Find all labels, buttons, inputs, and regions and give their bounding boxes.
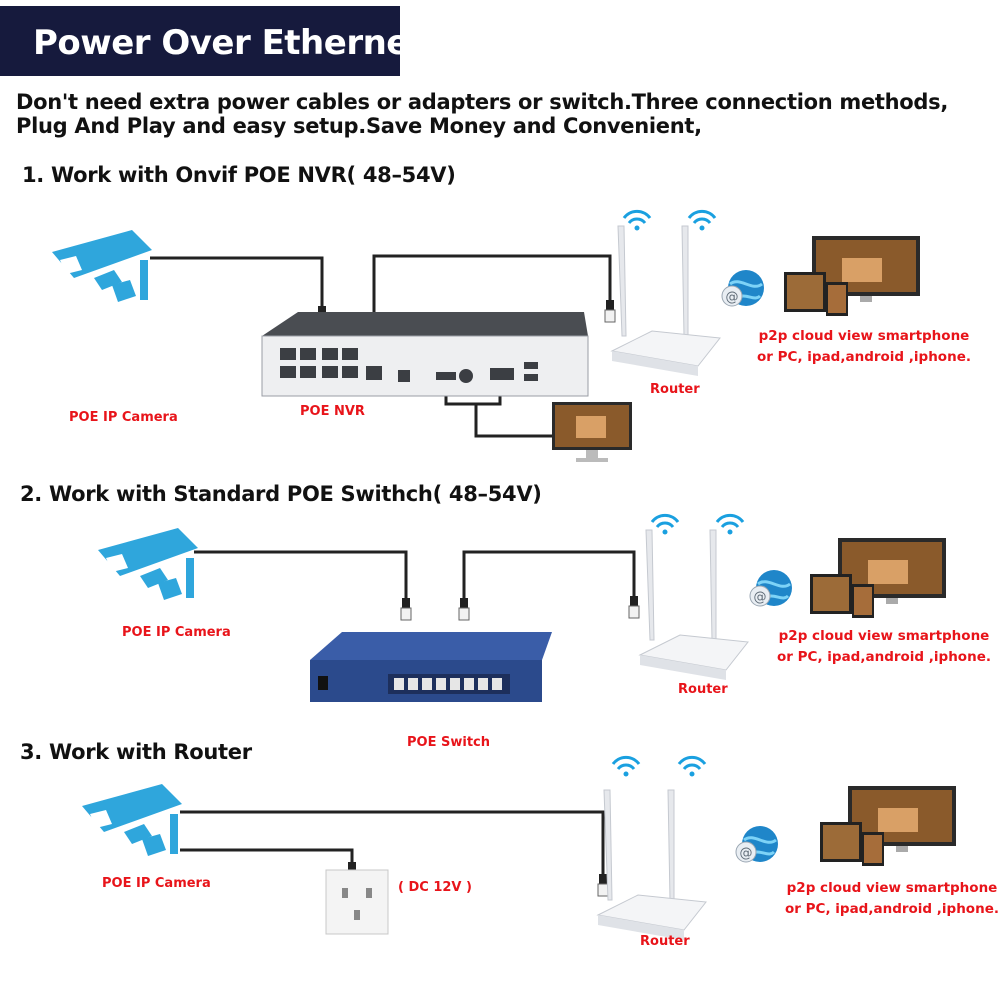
intro-line-2: Plug And Play and easy setup.Save Money … <box>16 114 702 138</box>
section-2-cloud-text: p2p cloud view smartphone or PC, ipad,an… <box>772 626 996 668</box>
section-3-power-label: ( DC 12V ) <box>398 880 472 895</box>
section-3-cloud-line-2: or PC, ipad,android ,iphone. <box>785 901 999 917</box>
smartphone-icon <box>820 786 956 866</box>
section-2-switch-label: POE Switch <box>407 735 490 750</box>
power-socket-icon <box>325 869 389 935</box>
section-3-camera-label: POE IP Camera <box>102 876 211 891</box>
wifi-signal-icon <box>611 755 641 778</box>
cctv-camera-icon <box>82 784 182 856</box>
page-title: Power Over Ethernet <box>33 23 425 63</box>
section-2-heading: 2. Work with Standard POE Swithch( 48–54… <box>20 482 542 506</box>
section-1-heading: 1. Work with Onvif POE NVR( 48–54V) <box>22 163 456 187</box>
section-1-router-label: Router <box>650 382 700 397</box>
section-1-cloud-line-1: p2p cloud view smartphone <box>758 328 970 344</box>
nvr-recorder-icon <box>261 312 589 397</box>
tablet-icon <box>784 236 920 316</box>
wifi-router-icon <box>639 529 749 681</box>
ethernet-plug-icon <box>604 299 616 323</box>
email-globe-icon <box>734 824 780 864</box>
email-globe-icon <box>748 568 794 608</box>
cctv-camera-icon <box>98 528 198 600</box>
header-banner: Power Over Ethernet <box>0 6 425 76</box>
section-2-router-label: Router <box>678 682 728 697</box>
monitor-icon <box>552 402 632 462</box>
section-2-camera-label: POE IP Camera <box>122 625 231 640</box>
ethernet-plug-icon <box>458 597 470 621</box>
wifi-router-icon <box>597 789 707 941</box>
wifi-signal-icon <box>687 209 717 232</box>
section-3-cloud-text: p2p cloud view smartphone or PC, ipad,an… <box>784 878 1000 920</box>
section-1-cloud-text: p2p cloud view smartphone or PC, ipad,an… <box>752 326 976 368</box>
intro-text: Don't need extra power cables or adapter… <box>16 90 948 138</box>
section-2-cloud-line-2: or PC, ipad,android ,iphone. <box>777 649 991 665</box>
wifi-signal-icon <box>650 513 680 536</box>
section-1-nvr-label: POE NVR <box>300 404 365 419</box>
tablet-icon <box>810 538 946 618</box>
intro-line-1: Don't need extra power cables or adapter… <box>16 90 949 114</box>
section-1-camera-label: POE IP Camera <box>69 410 178 425</box>
section-2-cloud-line-1: p2p cloud view smartphone <box>778 628 990 644</box>
section-1-cloud-line-2: or PC, ipad,android ,iphone. <box>757 349 971 365</box>
cctv-camera-icon <box>52 230 152 302</box>
poe-switch-icon <box>310 632 552 702</box>
wifi-signal-icon <box>622 209 652 232</box>
wifi-router-icon <box>611 225 721 377</box>
ethernet-plug-icon <box>597 873 609 897</box>
email-globe-icon <box>720 268 766 308</box>
ethernet-plug-icon <box>400 597 412 621</box>
section-3-router-label: Router <box>640 934 690 949</box>
ethernet-plug-icon <box>628 595 640 619</box>
section-3-cloud-line-1: p2p cloud view smartphone <box>786 880 998 896</box>
section-3-heading: 3. Work with Router <box>20 740 252 764</box>
wifi-signal-icon <box>677 755 707 778</box>
wifi-signal-icon <box>715 513 745 536</box>
